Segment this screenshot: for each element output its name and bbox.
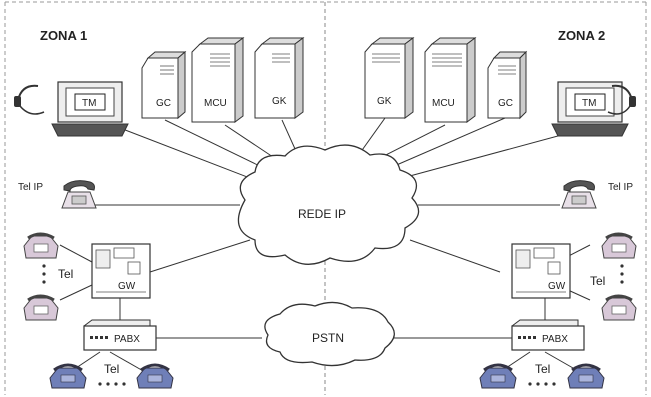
ip-phone-right-icon bbox=[561, 180, 597, 209]
terminal-left-label: TM bbox=[82, 98, 96, 109]
blue-phone-right-a-icon bbox=[478, 363, 518, 390]
pstn-cloud: PSTN bbox=[264, 301, 395, 367]
gateway-right: GW bbox=[511, 243, 571, 299]
server-gk-right: GK bbox=[364, 37, 415, 119]
tel-left-lower-label: Tel bbox=[104, 362, 119, 376]
ip-phone-right-label: Tel IP bbox=[608, 182, 633, 193]
headset-left-icon bbox=[14, 84, 45, 115]
blue-phone-right-b-icon bbox=[566, 363, 606, 390]
tel-left-upper-label: Tel bbox=[58, 267, 73, 281]
server-gk-right-label: GK bbox=[377, 96, 392, 107]
gateway-left-label: GW bbox=[118, 281, 136, 292]
ellipsis-left-icon bbox=[42, 264, 46, 284]
ip-phone-left-label: Tel IP bbox=[18, 182, 43, 193]
terminal-left: TM bbox=[51, 81, 129, 137]
pabx-left-label: PABX bbox=[114, 334, 140, 345]
tel-right-lower-label: Tel bbox=[535, 362, 550, 376]
server-gk-left-label: GK bbox=[272, 96, 287, 107]
pabx-right: PABX bbox=[511, 319, 585, 351]
analog-phone-left-top-icon bbox=[22, 232, 60, 260]
ellipsis-bottom-right-icon bbox=[528, 382, 556, 386]
ip-network-label: REDE IP bbox=[298, 207, 346, 221]
server-gc-left: GC bbox=[141, 50, 187, 120]
blue-phone-left-a-icon bbox=[48, 363, 88, 390]
pabx-right-label: PABX bbox=[542, 334, 568, 345]
headset-right-icon bbox=[607, 84, 636, 115]
zone-2-label: ZONA 2 bbox=[558, 28, 605, 43]
connection-lines bbox=[59, 117, 591, 373]
analog-phone-left-bottom-icon bbox=[22, 294, 60, 322]
server-mcu-left-label: MCU bbox=[204, 98, 227, 109]
pstn-label: PSTN bbox=[312, 331, 344, 345]
zone-1-label: ZONA 1 bbox=[40, 28, 87, 43]
server-gc-right-label: GC bbox=[498, 98, 513, 109]
tel-right-upper-label: Tel bbox=[590, 274, 605, 288]
ellipsis-bottom-left-icon bbox=[98, 382, 126, 386]
pabx-left: PABX bbox=[83, 319, 157, 351]
server-mcu-right-label: MCU bbox=[432, 98, 455, 109]
analog-phone-right-top-icon bbox=[600, 232, 638, 260]
analog-phone-right-bottom-icon bbox=[600, 294, 638, 322]
ip-phone-left-icon bbox=[61, 180, 97, 209]
gateway-left: GW bbox=[91, 243, 151, 299]
server-gc-right: GC bbox=[487, 50, 528, 120]
server-gc-left-label: GC bbox=[156, 98, 171, 109]
server-gk-left: GK bbox=[254, 37, 305, 119]
terminal-right-label: TM bbox=[582, 98, 596, 109]
ip-network-cloud: REDE IP bbox=[237, 144, 420, 265]
server-mcu-left: MCU bbox=[191, 37, 245, 123]
terminal-right: TM bbox=[551, 81, 629, 137]
blue-phone-left-b-icon bbox=[135, 363, 175, 390]
gateway-right-label: GW bbox=[548, 281, 566, 292]
server-mcu-right: MCU bbox=[424, 37, 477, 123]
ellipsis-right-icon bbox=[620, 264, 624, 284]
